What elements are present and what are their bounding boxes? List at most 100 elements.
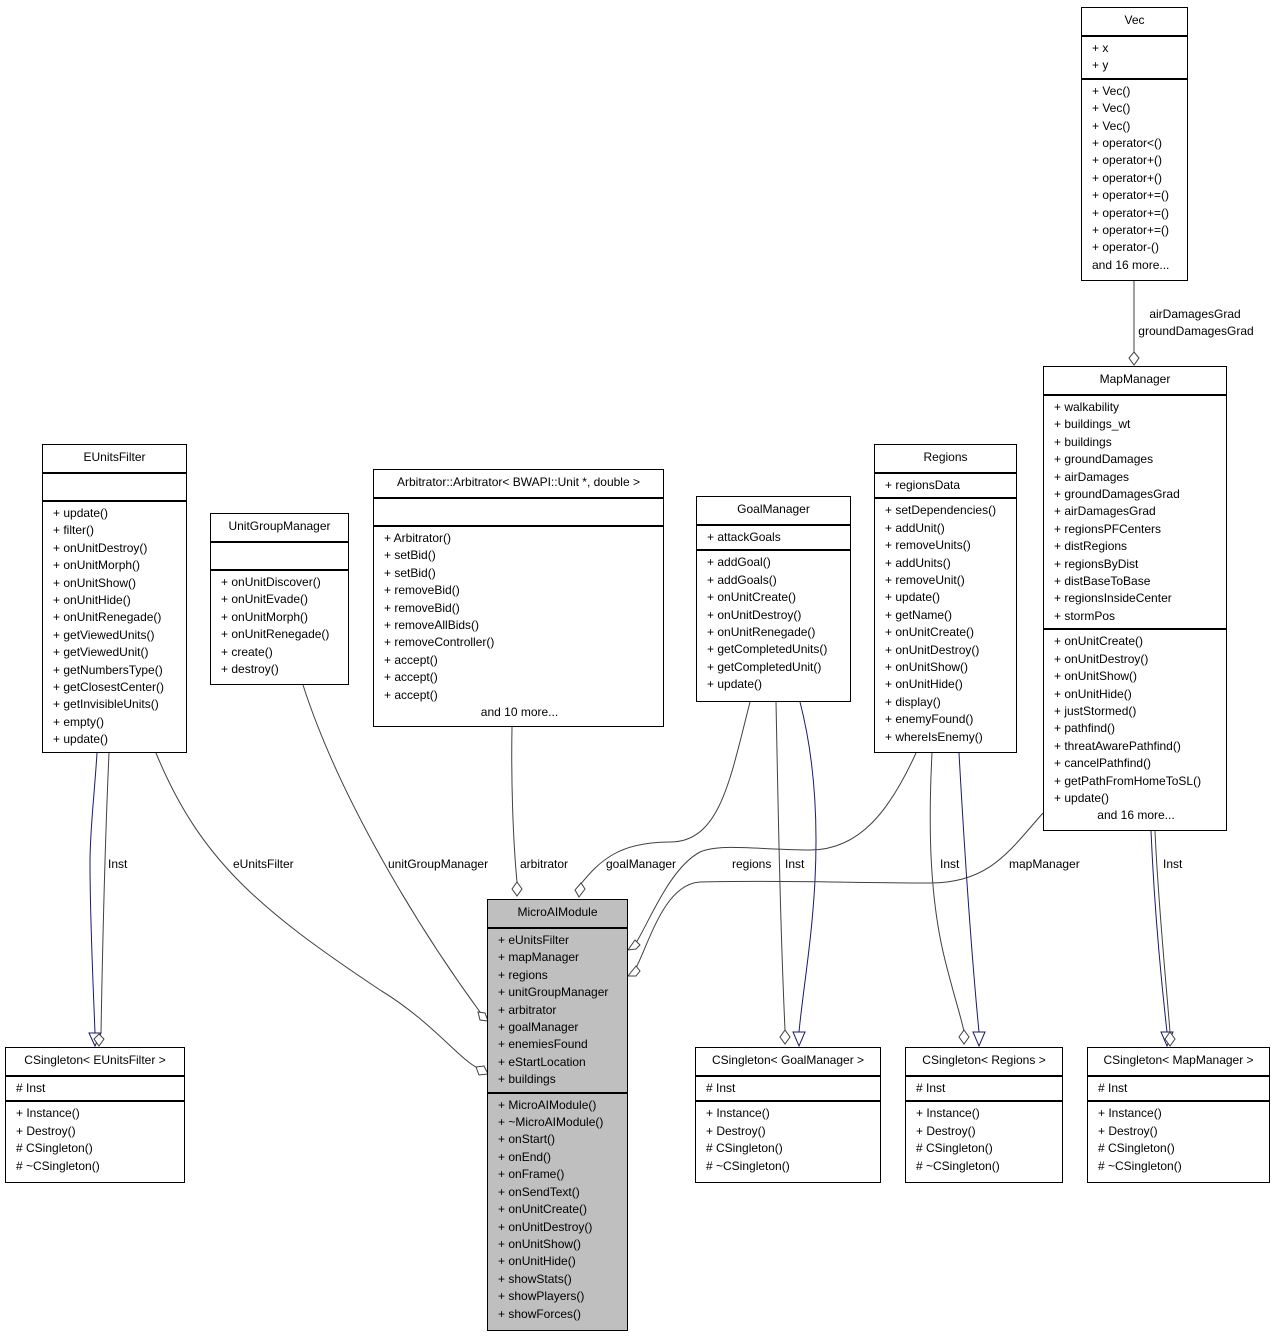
- member-row: + airDamagesGrad: [1054, 504, 1156, 519]
- attributes-section: + eUnitsFilter+ mapManager+ regions+ uni…: [488, 927, 627, 1092]
- member-row: + enemiesFound: [498, 1037, 588, 1052]
- class-csingleton-goalmanager[interactable]: CSingleton< GoalManager > # Inst + Insta…: [695, 1047, 881, 1183]
- aggregation-diamond: [626, 965, 641, 977]
- member-row: + onUnitRenegade(): [53, 610, 162, 625]
- class-csingleton-mapmanager[interactable]: CSingleton< MapManager > # Inst + Instan…: [1087, 1047, 1270, 1183]
- member-row: + destroy(): [221, 662, 279, 677]
- member-row: + create(): [221, 644, 273, 659]
- edge-label-eunitsfilter: eUnitsFilter: [233, 857, 294, 871]
- member-row: + update(): [53, 506, 109, 520]
- class-eunitsfilter[interactable]: EUnitsFilter + update()+ filter()+ onUni…: [42, 444, 187, 753]
- member-row: + onUnitCreate(): [498, 1202, 588, 1217]
- member-row: + cancelPathfind(): [1054, 756, 1152, 771]
- member-row: + regionsInsideCenter: [1054, 591, 1172, 606]
- member-row: + onUnitHide(): [498, 1254, 576, 1269]
- member-row: + MicroAIModule(): [498, 1097, 597, 1112]
- edge-label-inst: Inst: [785, 857, 805, 871]
- member-row: + operator+=(): [1092, 223, 1170, 238]
- aggregation-diamond: [511, 881, 523, 897]
- edge-eunitsfilter-micro: [155, 752, 479, 1069]
- member-row: + removeUnit(): [885, 573, 965, 588]
- member-row: # CSingleton(): [1098, 1141, 1175, 1156]
- attributes-section: + attackGoals: [697, 524, 850, 549]
- member-row: + onUnitDestroy(): [707, 607, 802, 622]
- member-row: + buildings: [498, 1072, 556, 1087]
- class-goalmanager[interactable]: GoalManager + attackGoals + addGoal()+ a…: [696, 496, 851, 702]
- member-row: + buildings_wt: [1054, 417, 1131, 432]
- member-row: + groundDamages: [1054, 452, 1154, 467]
- aggregation-diamond: [1128, 351, 1140, 366]
- attributes-section: [211, 541, 348, 569]
- member-row: + Vec(): [1092, 83, 1131, 98]
- edge-inst-eunitsfilter: [100, 752, 110, 1034]
- member-row: + onUnitDestroy(): [1054, 651, 1149, 666]
- attributes-section: [43, 472, 186, 500]
- member-row: + setDependencies(): [885, 503, 997, 518]
- inherit-arrow: [972, 1031, 986, 1048]
- member-row: + whereIsEnemy(): [885, 729, 983, 744]
- member-row: + Instance(): [16, 1106, 80, 1121]
- class-mapmanager[interactable]: MapManager + walkability+ buildings_wt+ …: [1043, 366, 1227, 831]
- attributes-section: # Inst: [1088, 1075, 1269, 1100]
- class-csingleton-regions[interactable]: CSingleton< Regions > # Inst + Instance(…: [905, 1047, 1063, 1183]
- edge-label-inst: Inst: [1163, 857, 1183, 871]
- member-row: + addGoals(): [707, 572, 777, 587]
- methods-section: + onUnitDiscover()+ onUnitEvade()+ onUni…: [211, 569, 348, 681]
- class-vec[interactable]: Vec + x+ y + Vec()+ Vec()+ Vec()+ operat…: [1081, 7, 1188, 281]
- methods-section: + Vec()+ Vec()+ Vec()+ operator<()+ oper…: [1082, 77, 1187, 277]
- member-row: + removeController(): [384, 635, 495, 650]
- member-row: + update(): [53, 732, 109, 747]
- member-row: + operator+(): [1092, 153, 1163, 168]
- class-title: CSingleton< GoalManager >: [711, 1053, 865, 1067]
- member-row: + onStart(): [498, 1132, 556, 1147]
- class-unitgroupmanager[interactable]: UnitGroupManager + onUnitDiscover()+ onU…: [210, 513, 349, 685]
- member-row: + onUnitDestroy(): [885, 642, 980, 657]
- edge-label-arbitrator: arbitrator: [520, 857, 569, 871]
- class-title: Arbitrator::Arbitrator< BWAPI::Unit *, d…: [397, 475, 640, 489]
- member-row: + operator<(): [1092, 136, 1163, 151]
- member-row: + Instance(): [706, 1106, 770, 1121]
- member-row: # CSingleton(): [706, 1141, 783, 1156]
- class-regions[interactable]: Regions + regionsData + setDependencies(…: [874, 444, 1017, 753]
- member-row: + update(): [1054, 790, 1110, 805]
- member-row: + operator-(): [1092, 240, 1160, 255]
- member-row: + regionsPFCenters: [1054, 521, 1162, 536]
- member-row: # Inst: [16, 1081, 46, 1095]
- member-row: + addUnits(): [885, 555, 951, 570]
- class-microaimodule[interactable]: MicroAIModule + eUnitsFilter+ mapManager…: [487, 899, 628, 1331]
- member-row: + addGoal(): [707, 555, 771, 570]
- more-members-label: and 10 more...: [480, 705, 559, 720]
- member-row: # Inst: [916, 1081, 946, 1095]
- member-row: + accept(): [384, 687, 438, 702]
- edge-goalmanager-micro: [579, 701, 751, 886]
- methods-section: + setDependencies()+ addUnit()+ removeUn…: [875, 497, 1016, 749]
- member-row: + justStormed(): [1054, 703, 1137, 718]
- member-row: + mapManager: [498, 950, 580, 965]
- member-row: + onUnitCreate(): [1054, 634, 1144, 649]
- member-row: + enemyFound(): [885, 712, 974, 727]
- methods-section: + Instance()+ Destroy()# CSingleton()# ~…: [1088, 1100, 1269, 1178]
- member-row: + onUnitEvade(): [221, 592, 309, 607]
- member-row: + unitGroupManager: [498, 985, 609, 1000]
- member-row: + onUnitHide(): [885, 677, 963, 692]
- edge-label-regions: regions: [732, 857, 772, 871]
- methods-section: + onUnitCreate()+ onUnitDestroy()+ onUni…: [1044, 628, 1226, 827]
- aggregation-diamond: [1164, 1031, 1176, 1047]
- member-row: + Destroy(): [706, 1123, 766, 1138]
- aggregation-diamond: [626, 939, 641, 951]
- member-row: + display(): [885, 694, 941, 709]
- member-row: + showStats(): [498, 1271, 572, 1286]
- class-arbitrator[interactable]: Arbitrator::Arbitrator< BWAPI::Unit *, d…: [373, 469, 664, 727]
- member-row: + getPathFromHomeToSL(): [1054, 773, 1202, 788]
- class-title: UnitGroupManager: [228, 519, 331, 533]
- aggregation-diamond: [958, 1029, 970, 1045]
- class-csingleton-eunitsfilter[interactable]: CSingleton< EUnitsFilter > # Inst + Inst…: [5, 1047, 185, 1183]
- attributes-section: # Inst: [696, 1075, 880, 1100]
- edge-label-unitgroupmanager: unitGroupManager: [388, 857, 489, 871]
- member-row: + Arbitrator(): [384, 531, 452, 545]
- member-row: # Inst: [1098, 1081, 1128, 1095]
- edge-label-inst: Inst: [940, 857, 960, 871]
- member-row: + eUnitsFilter: [498, 933, 570, 947]
- member-row: + stormPos: [1054, 608, 1116, 623]
